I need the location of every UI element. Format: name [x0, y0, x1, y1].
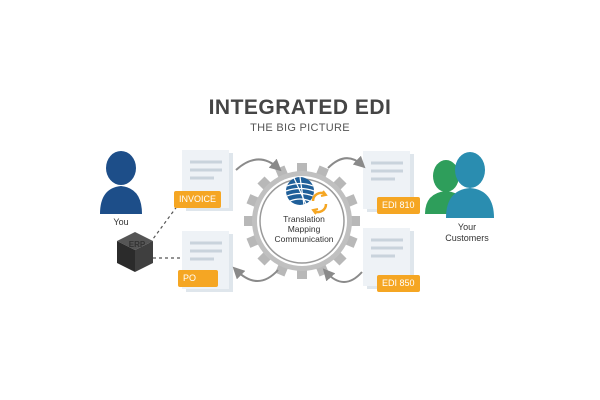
customers-label-line2: Customers	[445, 233, 489, 243]
globe-icon	[285, 176, 315, 206]
hub-line-mapping: Mapping	[287, 224, 321, 234]
sync-arrows-icon	[311, 190, 328, 215]
you-person-icon	[100, 151, 142, 214]
erp-connectors	[149, 204, 180, 259]
invoice-tag: INVOICE	[174, 191, 222, 208]
hub-text: Translation Mapping Communication	[262, 214, 346, 244]
customers-label-line1: Your	[457, 222, 477, 232]
customers-label: Your Customers	[435, 222, 499, 244]
edi850-tag: EDI 850	[377, 275, 420, 292]
customers-icon	[425, 152, 494, 218]
po-tag: PO	[178, 270, 218, 287]
erp-cube-icon	[117, 232, 153, 272]
gear-icon	[244, 163, 360, 279]
edi810-tag: EDI 810	[377, 197, 420, 214]
diagram-subtitle: THE BIG PICTURE	[250, 122, 350, 134]
diagram-title: INTEGRATED EDI	[208, 96, 392, 119]
erp-label: ERP	[128, 240, 146, 249]
hub-line-translation: Translation	[283, 214, 325, 224]
hub-line-communication: Communication	[274, 234, 334, 244]
flow-arrows	[232, 155, 366, 283]
you-label: You	[113, 217, 129, 227]
